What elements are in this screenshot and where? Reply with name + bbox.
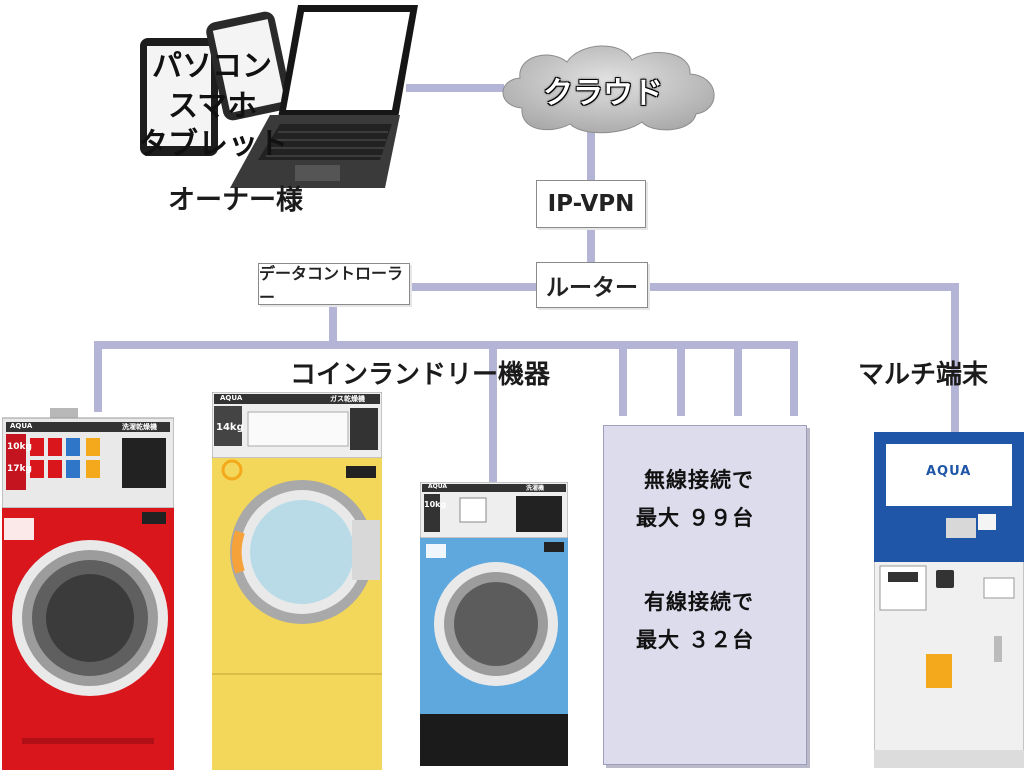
yellow-machine-capacity: 14kg: [216, 422, 244, 433]
multi-terminal-kiosk-illustration: [873, 431, 1024, 769]
ipvpn-label: IP-VPN: [547, 191, 635, 217]
blue-washer-illustration: [419, 481, 569, 766]
data-controller-label: データコントローラー: [259, 264, 404, 307]
ipvpn-box: IP-VPN: [536, 180, 646, 228]
blue-washer: AQUA 洗濯機 10kg: [419, 481, 569, 766]
laundry-equipment-label: コインランドリー機器: [290, 360, 551, 390]
wired-line-1: 有線接続で: [644, 590, 754, 614]
owner-devices-illustration: [140, 5, 418, 188]
device-label-pc: パソコン: [152, 49, 272, 84]
wireless-line-2: 最大 ９９台: [636, 506, 755, 530]
yellow-gas-dryer-illustration: [211, 391, 383, 770]
multi-terminal-label: マルチ端末: [858, 360, 989, 390]
wired-line-2: 最大 ３２台: [636, 628, 755, 652]
yellow-machine-brand: AQUA: [220, 394, 243, 402]
device-label-tablet: タブレット: [138, 127, 288, 162]
red-machine-capacity-1: 10kg: [7, 442, 32, 452]
kiosk-screen-brand: AQUA: [926, 464, 972, 479]
capacity-info-panel: 無線接続で 最大 ９９台 有線接続で 最大 ３２台: [603, 425, 807, 765]
red-machine-brand: AQUA: [10, 422, 33, 430]
red-washer-dryer: AQUA 洗濯乾燥機 10kg 17kg: [1, 408, 175, 770]
device-label-smartphone: スマホ: [168, 89, 258, 124]
multi-terminal-kiosk: AQUA: [873, 431, 1024, 769]
blue-machine-type: 洗濯機: [526, 485, 545, 492]
owner-label: オーナー様: [168, 185, 303, 216]
blue-machine-capacity: 10kg: [424, 500, 447, 509]
router-box: ルーター: [536, 262, 648, 308]
red-machine-type: 洗濯乾燥機: [122, 423, 157, 431]
cloud-shape: [502, 45, 715, 134]
red-machine-capacity-2: 17kg: [7, 464, 32, 474]
yellow-machine-type: ガス乾燥機: [330, 395, 365, 403]
blue-machine-brand: AQUA: [428, 483, 448, 490]
data-controller-box: データコントローラー: [258, 263, 410, 307]
cloud-label: クラウド: [543, 76, 663, 111]
red-washer-dryer-illustration: [1, 408, 175, 770]
router-label: ルーター: [546, 275, 638, 301]
yellow-gas-dryer: AQUA ガス乾燥機 14kg: [211, 391, 383, 770]
wireless-line-1: 無線接続で: [644, 468, 754, 492]
